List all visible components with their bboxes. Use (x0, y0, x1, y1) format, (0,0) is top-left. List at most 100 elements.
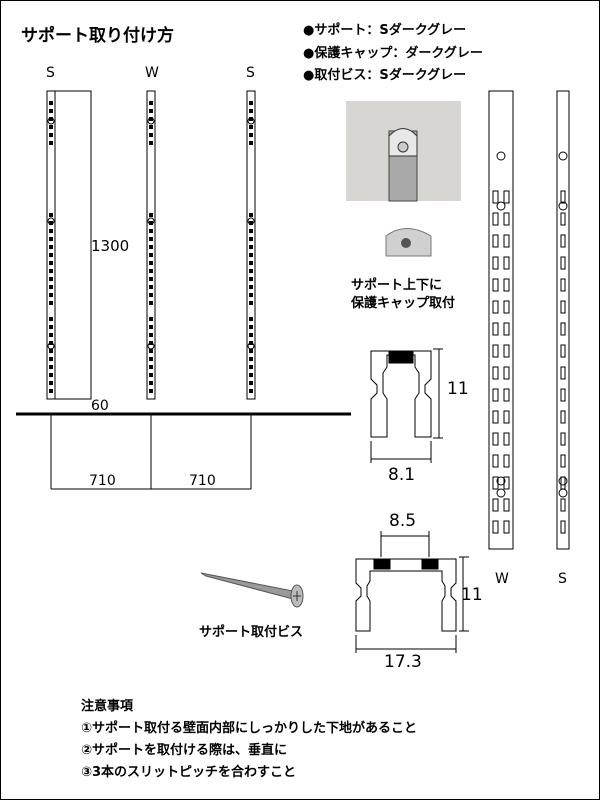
slot (49, 101, 53, 105)
slot (249, 277, 253, 281)
slot (49, 325, 53, 329)
slot (49, 365, 53, 369)
profile-w-inner: 8.5 (389, 511, 417, 531)
dim-height: 1300 (91, 237, 130, 255)
slot (49, 125, 53, 129)
screw-hole (496, 476, 506, 486)
screw-hole (558, 151, 568, 161)
slot (560, 234, 566, 248)
slot (49, 213, 53, 217)
support-bar-s (556, 90, 570, 550)
slot (49, 373, 53, 377)
slot (249, 293, 253, 297)
slot (492, 388, 499, 402)
slot (149, 269, 153, 273)
slot (49, 245, 53, 249)
slot (503, 190, 510, 204)
slot (49, 237, 53, 241)
slot (49, 133, 53, 137)
slot (492, 366, 499, 380)
slot (492, 212, 499, 226)
slot (249, 269, 253, 273)
front-view-supports (46, 90, 256, 400)
slot (560, 278, 566, 292)
slot (492, 520, 499, 534)
support-bar-w (488, 90, 514, 550)
slot (149, 141, 153, 145)
slot (503, 322, 510, 336)
slot (492, 344, 499, 358)
photo-cap-on-support (346, 101, 461, 202)
slot (149, 357, 153, 361)
slot (560, 410, 566, 424)
slot (503, 212, 510, 226)
right-label-s: S (558, 571, 567, 587)
slot (492, 300, 499, 314)
slot (503, 300, 510, 314)
profile-w-height: 11 (461, 585, 483, 605)
slot (560, 256, 566, 270)
screw-hole (47, 342, 55, 350)
slot (249, 237, 253, 241)
slot (249, 261, 253, 265)
dim-span-2: 710 (189, 473, 216, 489)
slot (149, 221, 153, 225)
slot (560, 190, 566, 204)
slot (560, 498, 566, 512)
slot (49, 141, 53, 145)
slot (49, 381, 53, 385)
screw-hole (496, 201, 506, 211)
slot (492, 454, 499, 468)
screw-hole (496, 151, 506, 161)
slot (249, 253, 253, 257)
slot (249, 245, 253, 249)
slot (560, 432, 566, 446)
slot (492, 322, 499, 336)
slot (492, 410, 499, 424)
slot (149, 101, 153, 105)
slot (149, 109, 153, 113)
slot (149, 253, 153, 257)
slot (149, 317, 153, 321)
slot (249, 141, 253, 145)
screw-hole (147, 117, 155, 125)
screw-hole (247, 342, 255, 350)
legend-support: ●サポート：Sダークグレー (303, 23, 467, 38)
slot (492, 278, 499, 292)
slot (560, 520, 566, 534)
slot (560, 344, 566, 358)
slot (249, 101, 253, 105)
slot (249, 349, 253, 353)
dim-span-1: 710 (89, 473, 116, 489)
slot (249, 285, 253, 289)
notes-heading: 注意事項 (81, 699, 134, 714)
slot (560, 388, 566, 402)
slot (149, 277, 153, 281)
slot (49, 261, 53, 265)
profile-s-height: 11 (447, 379, 469, 399)
slot (492, 476, 499, 490)
profile-w-section (355, 531, 469, 653)
slot (249, 229, 253, 233)
screw-hole (558, 476, 568, 486)
note-3: ③3本のスリットピッチを合わすこと (81, 765, 297, 780)
slot (149, 213, 153, 217)
slot (149, 229, 153, 233)
slot (503, 432, 510, 446)
screw-icon (200, 572, 304, 608)
slot (249, 133, 253, 137)
slot (249, 109, 253, 113)
slot (492, 190, 499, 204)
slot (249, 221, 253, 225)
screw-hole (47, 117, 55, 125)
slot (249, 117, 253, 121)
slot (149, 389, 153, 393)
slot (49, 253, 53, 257)
slot (560, 212, 566, 226)
slot (49, 317, 53, 321)
slot (503, 410, 510, 424)
cap-caption-2: 保護キャップ取付 (351, 296, 456, 311)
slot (149, 325, 153, 329)
profile-s-width: 8.1 (388, 465, 416, 485)
